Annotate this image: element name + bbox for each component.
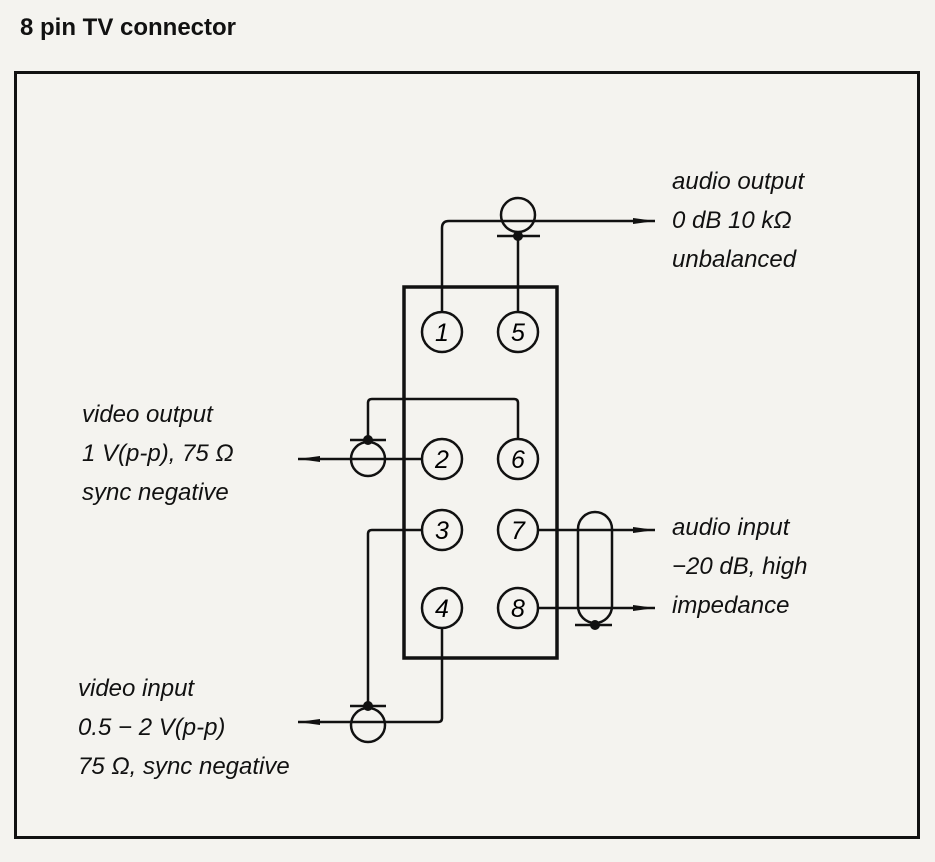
pin-7: 7	[496, 508, 540, 552]
audio-output-label: audio output 0 dB 10 kΩ unbalanced	[672, 162, 804, 279]
audio-input-line2: −20 dB, high	[672, 553, 808, 580]
svg-text:1: 1	[435, 319, 449, 347]
video-output-label: video output 1 V(p-p), 75 Ω sync negativ…	[82, 395, 234, 512]
pin-8: 8	[496, 586, 540, 630]
svg-text:4: 4	[435, 595, 449, 623]
video-input-line2: 0.5 − 2 V(p-p)	[78, 714, 226, 741]
diagram-frame	[14, 71, 920, 839]
pin-6: 6	[496, 437, 540, 481]
audio-output-line3: unbalanced	[672, 246, 797, 273]
wire-pin6-shield	[366, 397, 520, 440]
pin-5: 5	[496, 310, 540, 354]
video-output-line2: 1 V(p-p), 75 Ω	[82, 440, 234, 467]
svg-text:3: 3	[435, 517, 449, 545]
pin-2: 2	[420, 437, 464, 481]
svg-text:7: 7	[511, 517, 526, 545]
shield-dots	[363, 231, 600, 711]
audio-output-line1: audio output	[672, 168, 805, 195]
pin-4: 4	[420, 586, 464, 630]
shield-audio-in	[576, 510, 614, 625]
connector-body	[402, 285, 559, 660]
audio-output-line2: 0 dB 10 kΩ	[672, 207, 792, 234]
svg-text:2: 2	[434, 446, 449, 474]
pin-3: 3	[420, 508, 464, 552]
video-input-line1: video input	[78, 675, 195, 702]
diagram-title: 8 pin TV connector	[20, 14, 237, 41]
svg-text:8: 8	[511, 595, 525, 623]
svg-text:6: 6	[511, 446, 525, 474]
wire-pin1-audio-out	[440, 218, 655, 312]
audio-input-line3: impedance	[672, 592, 790, 619]
audio-input-line1: audio input	[672, 514, 790, 541]
video-input-line3: 75 Ω, sync negative	[78, 753, 290, 780]
wire-pin4-video-in	[298, 628, 444, 725]
video-output-line3: sync negative	[82, 479, 229, 506]
svg-text:5: 5	[511, 319, 525, 347]
video-output-line1: video output	[82, 401, 213, 428]
pins: 1 2 3 4 5 6 7 8	[420, 310, 540, 630]
wire-pin3-shield	[366, 528, 422, 706]
audio-input-label: audio input −20 dB, high impedance	[672, 508, 807, 625]
coax-audio-out	[499, 196, 537, 234]
pin-1: 1	[420, 310, 464, 354]
coax-video-in	[349, 706, 387, 744]
video-input-label: video input 0.5 − 2 V(p-p) 75 Ω, sync ne…	[78, 669, 290, 786]
